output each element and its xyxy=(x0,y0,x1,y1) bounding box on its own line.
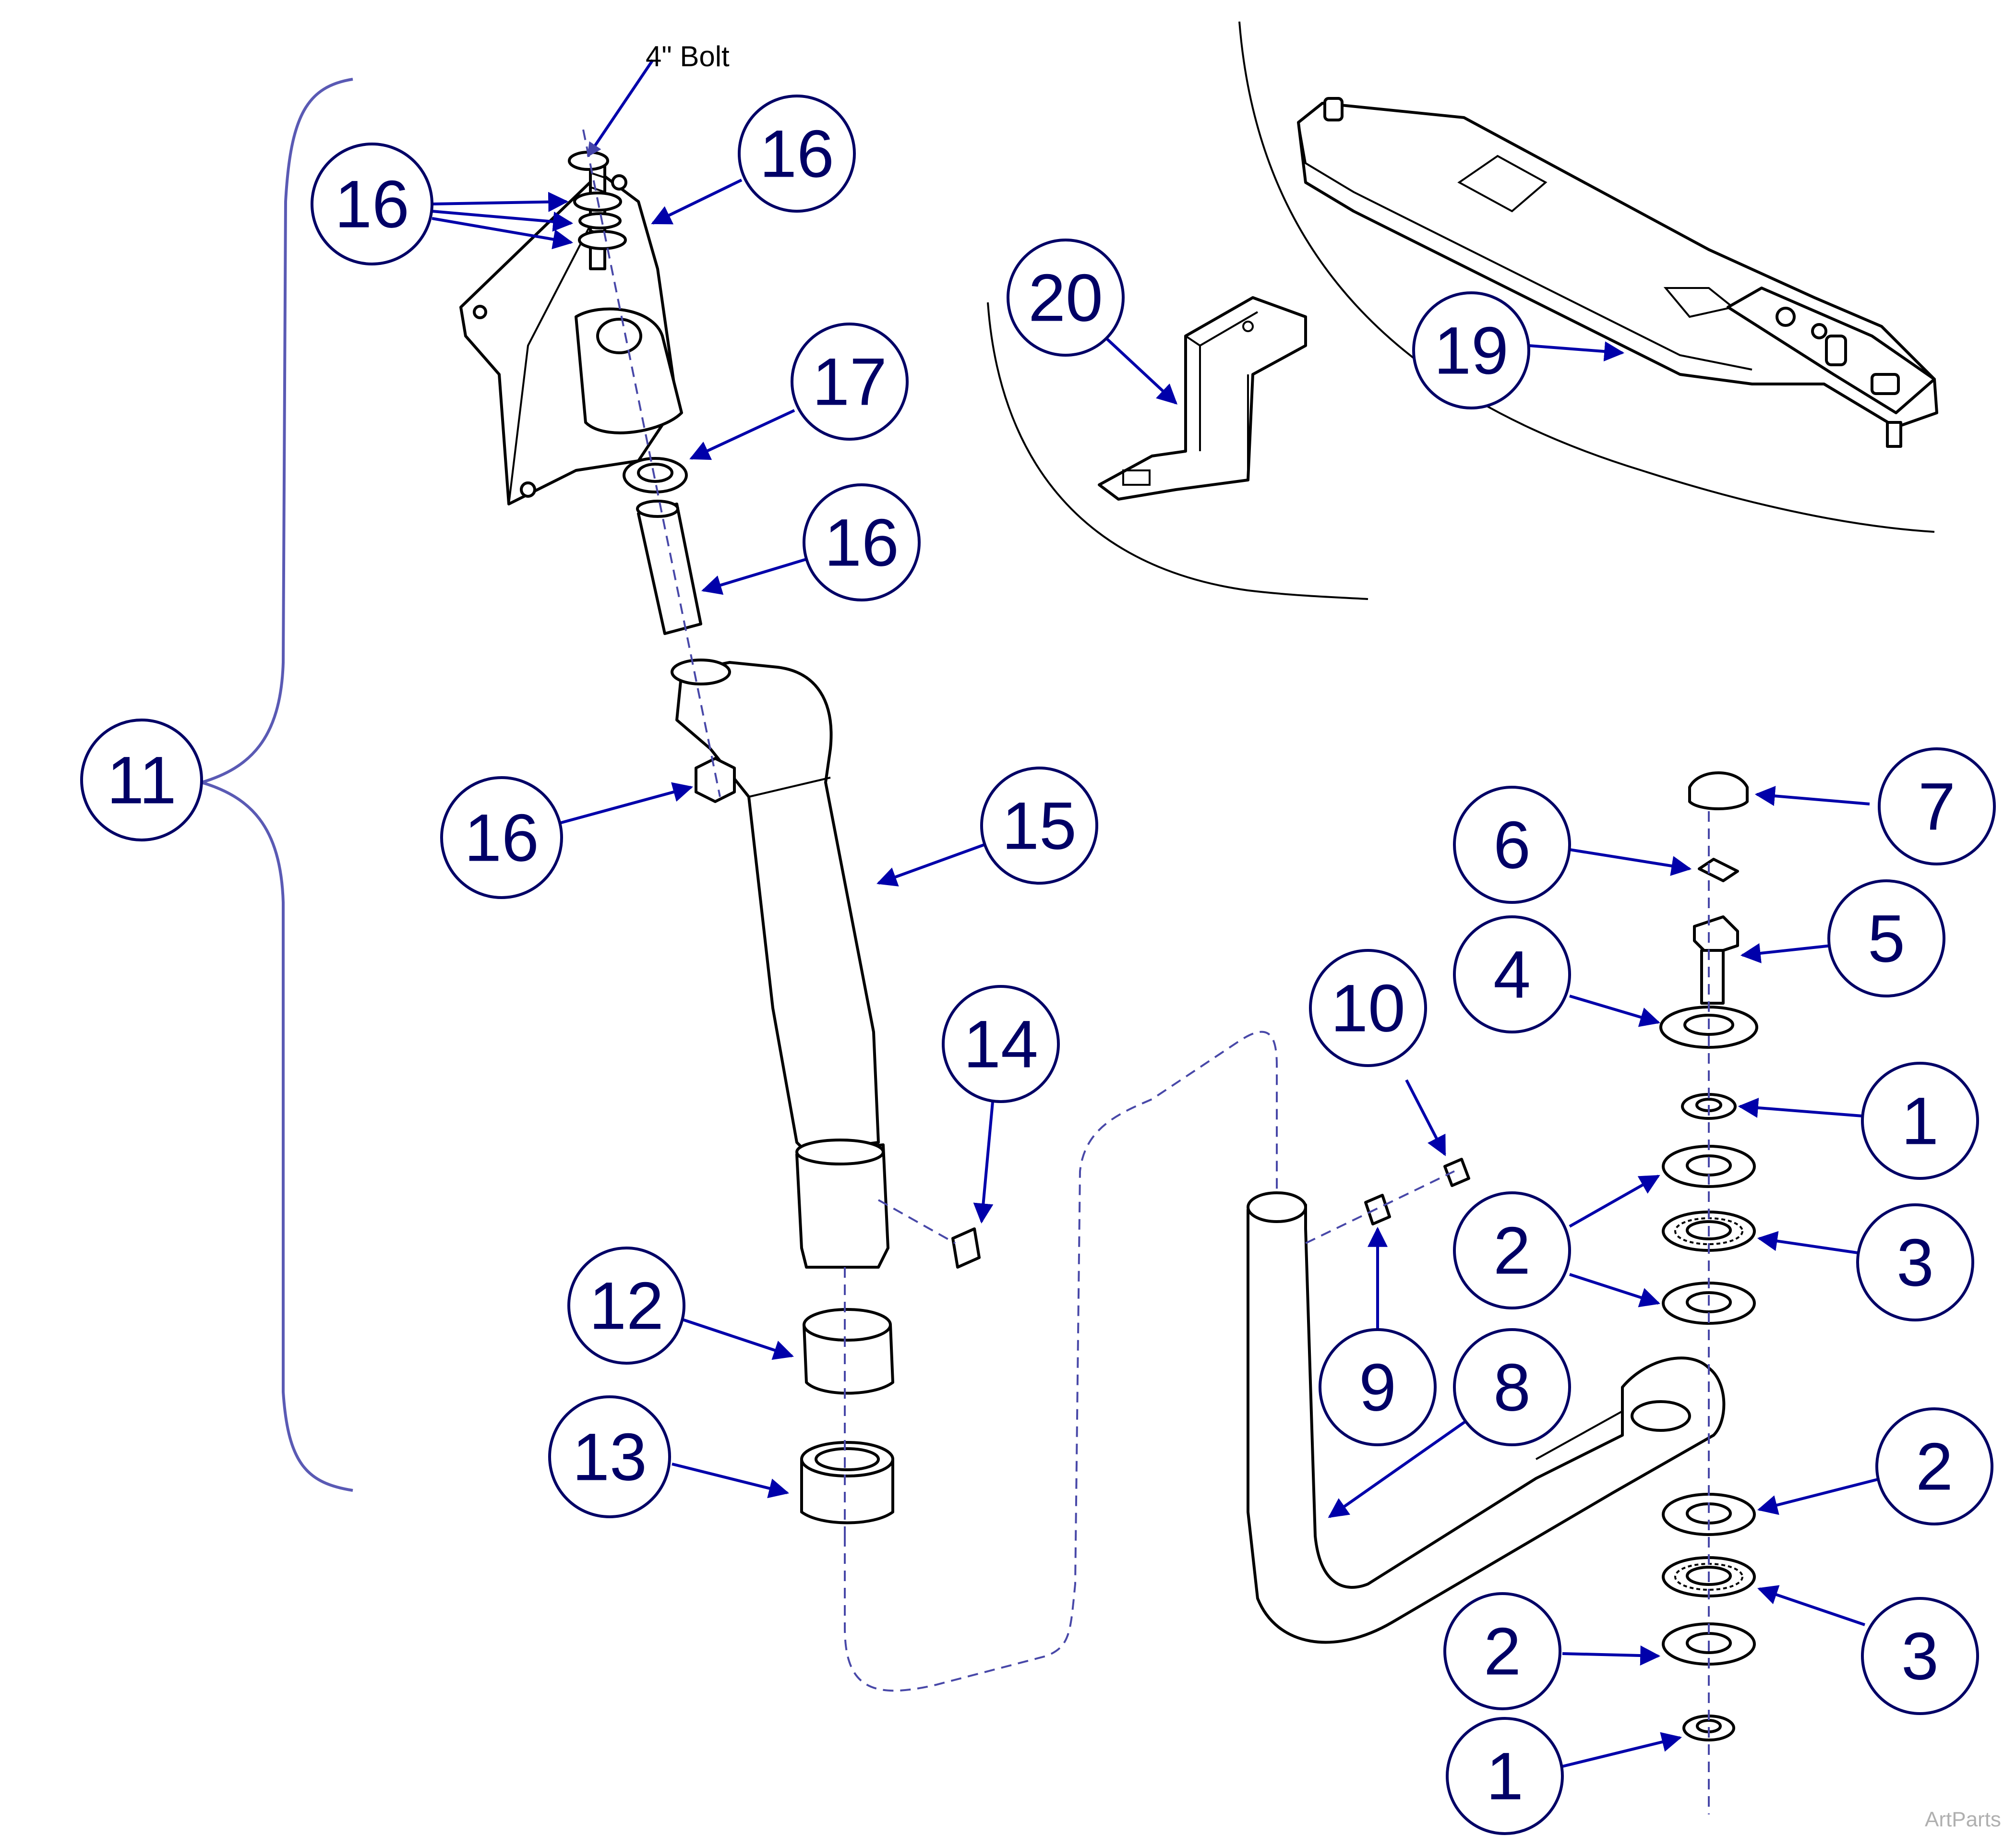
callout-3b-label: 3 xyxy=(1901,1619,1939,1694)
callout-19: 19 xyxy=(1412,291,1530,409)
left-assembly-axis xyxy=(582,129,846,1536)
bolt-label: 4" Bolt xyxy=(646,40,730,72)
boundary-curve-20 xyxy=(987,302,1368,600)
callout-4-label: 4 xyxy=(1493,937,1531,1012)
callout-10-label: 10 xyxy=(1331,971,1405,1046)
arm-setscrew-axis xyxy=(1305,1170,1455,1244)
callout-1b: 1 xyxy=(1446,1717,1564,1835)
watermark: ArtParts xyxy=(1925,1808,2001,1831)
callout-14-label: 14 xyxy=(963,1007,1038,1082)
part-8-swing-arm xyxy=(1247,1191,1726,1644)
part-5-bolt xyxy=(1693,915,1739,1005)
callout-2c-label: 2 xyxy=(1484,1614,1521,1689)
callout-11: 11 xyxy=(80,719,203,841)
callout-6-label: 6 xyxy=(1493,807,1531,883)
callout-17: 17 xyxy=(791,323,909,441)
assembly-connection-path xyxy=(844,1031,1278,1692)
callout-15: 15 xyxy=(980,767,1098,885)
callout-2c: 2 xyxy=(1443,1592,1561,1710)
part-16-nut xyxy=(695,757,736,803)
part-16-spacer-tube xyxy=(636,500,702,635)
callout-16c-label: 16 xyxy=(824,505,899,580)
callout-16a-label: 16 xyxy=(335,167,409,242)
callout-1a-label: 1 xyxy=(1901,1083,1939,1159)
part-9-set-screw xyxy=(1364,1194,1391,1225)
callout-16a: 16 xyxy=(311,143,433,265)
callout-1a: 1 xyxy=(1861,1062,1979,1180)
callout-2b-label: 2 xyxy=(1916,1429,1953,1504)
callout-17-label: 17 xyxy=(812,344,887,420)
callout-1b-label: 1 xyxy=(1486,1739,1524,1814)
callout-11-label: 11 xyxy=(107,743,176,818)
callout-12-label: 12 xyxy=(589,1268,664,1344)
callout-3a: 3 xyxy=(1856,1203,1974,1321)
callout-16b: 16 xyxy=(738,95,856,213)
part-7-cap xyxy=(1688,771,1749,810)
callout-20-label: 20 xyxy=(1028,260,1103,336)
callout-2a-label: 2 xyxy=(1493,1213,1531,1288)
part-19-arm xyxy=(1297,97,1938,448)
callout-9: 9 xyxy=(1319,1328,1437,1446)
part-12-bushing xyxy=(803,1308,894,1395)
callout-6: 6 xyxy=(1453,786,1571,904)
callout-8: 8 xyxy=(1453,1328,1571,1446)
callout-16b-label: 16 xyxy=(759,116,834,192)
callout-3a-label: 3 xyxy=(1896,1225,1934,1300)
part-1-washer-bottom xyxy=(1682,1715,1735,1741)
part-20-bracket xyxy=(1098,296,1307,501)
callout-13: 13 xyxy=(548,1395,671,1518)
callout-5-label: 5 xyxy=(1868,901,1905,976)
callout-3b: 3 xyxy=(1861,1597,1979,1715)
part-2-washer-c xyxy=(1662,1493,1756,1536)
callout-13-label: 13 xyxy=(572,1419,647,1495)
part-10-set-screw xyxy=(1443,1158,1470,1187)
post-to-setscrew-axis xyxy=(878,1199,956,1244)
callout-19-label: 19 xyxy=(1434,313,1509,388)
group-11-brace xyxy=(196,78,353,1492)
callout-15-label: 15 xyxy=(1002,788,1077,864)
callout-8-label: 8 xyxy=(1493,1350,1531,1425)
callout-9-label: 9 xyxy=(1359,1350,1396,1425)
part-14-set-screw xyxy=(951,1227,981,1269)
boundary-curve-19 xyxy=(1238,21,1935,533)
post-collar xyxy=(795,1139,889,1269)
part-17-nut xyxy=(623,457,688,493)
part-11-housing xyxy=(459,171,683,505)
callout-20: 20 xyxy=(1007,239,1125,357)
callout-7: 7 xyxy=(1878,747,1996,865)
part-13-bearing xyxy=(800,1441,894,1524)
callout-16c: 16 xyxy=(803,483,921,601)
callout-16d: 16 xyxy=(440,776,563,899)
callout-5: 5 xyxy=(1827,879,1945,997)
part-6-clip xyxy=(1698,858,1739,882)
callout-4: 4 xyxy=(1453,915,1571,1033)
callout-14: 14 xyxy=(942,985,1060,1103)
callout-10: 10 xyxy=(1309,949,1427,1067)
part-15-post xyxy=(671,659,880,1153)
callout-2a: 2 xyxy=(1453,1191,1571,1309)
callout-12: 12 xyxy=(567,1247,685,1365)
callout-7-label: 7 xyxy=(1918,769,1956,844)
callout-2b: 2 xyxy=(1875,1407,1993,1525)
callout-16d-label: 16 xyxy=(464,800,539,876)
